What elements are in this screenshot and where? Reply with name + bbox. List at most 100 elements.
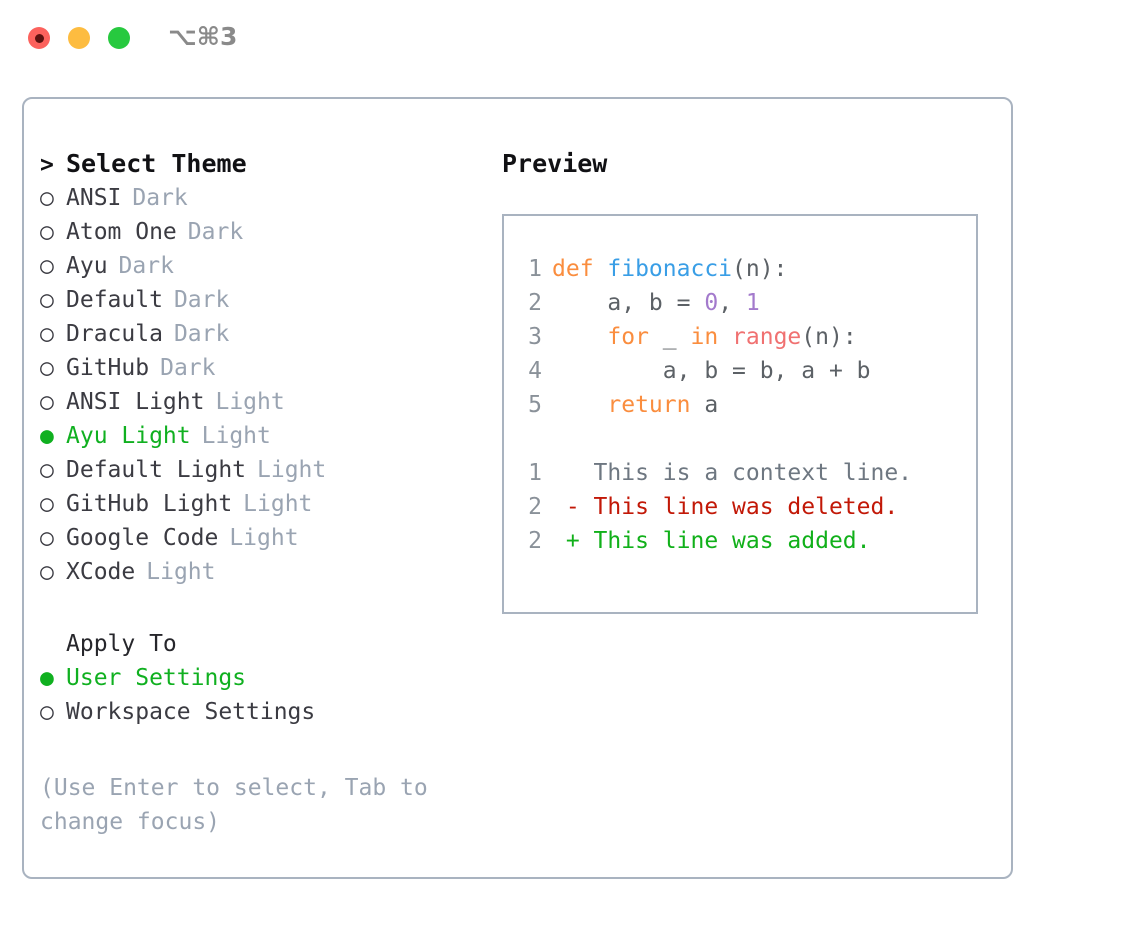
diff-separator [504, 422, 976, 456]
token-plain: a, b = b, a + b [552, 358, 871, 384]
code-line: 2 a, b = 0, 1 [504, 286, 976, 320]
radio-selected-icon: ● [40, 423, 54, 449]
radio-unselected-icon: ○ [40, 185, 54, 211]
theme-option-ayu-light[interactable]: ● Ayu Light Light [40, 423, 480, 457]
theme-option-xcode[interactable]: ○ XCode Light [40, 559, 480, 593]
theme-option-atom-one-dark[interactable]: ○ Atom One Dark [40, 219, 480, 253]
theme-option-default-light[interactable]: ○ Default Light Light [40, 457, 480, 491]
title-bar: ⌥⌘3 [0, 0, 1140, 76]
theme-variant-tag: Dark [132, 185, 188, 211]
theme-option-default-dark[interactable]: ○ Default Dark [40, 287, 480, 321]
theme-name: GitHub Light [66, 491, 233, 517]
theme-option-ayu-dark[interactable]: ○ Ayu Dark [40, 253, 480, 287]
theme-variant-tag: Dark [160, 355, 216, 381]
theme-name: Default Light [66, 457, 247, 483]
token-plain [552, 324, 607, 350]
apply-to-marker-placeholder: ○ [40, 631, 66, 657]
content-panel: > Select Theme ○ ANSI Dark ○ Atom One Da… [22, 97, 1013, 879]
radio-unselected-icon: ○ [40, 253, 54, 279]
token-function: fibonacci [607, 256, 733, 282]
code-line: 4 a, b = b, a + b [504, 354, 976, 388]
theme-option-github-light[interactable]: ○ GitHub Light Light [40, 491, 480, 525]
theme-name: Dracula [66, 321, 163, 347]
theme-option-github-dark[interactable]: ○ GitHub Dark [40, 355, 480, 389]
token-plain [718, 324, 732, 350]
keyboard-hint-text: (Use Enter to select, Tab to change focu… [40, 775, 428, 835]
radio-unselected-icon: ○ [40, 355, 54, 381]
theme-name: ANSI Light [66, 389, 205, 415]
apply-to-option-workspace-settings[interactable]: ○ Workspace Settings [40, 699, 480, 733]
select-theme-header: > Select Theme [40, 149, 480, 185]
theme-variant-tag: Dark [187, 219, 244, 245]
hint-spacer [40, 733, 480, 767]
theme-option-google-code[interactable]: ○ Google Code Light [40, 525, 480, 559]
apply-to-header: ○ Apply To [40, 631, 480, 665]
preview-panel: 1 def fibonacci(n): 2 a, b = 0, 1 3 for … [502, 214, 978, 614]
line-number: 1 [528, 256, 542, 282]
apply-to-title: Apply To [66, 631, 177, 657]
radio-unselected-icon: ○ [40, 287, 54, 313]
radio-unselected-icon: ○ [40, 525, 54, 551]
apply-to-option-label: Workspace Settings [66, 699, 316, 725]
token-plain: _ [648, 324, 691, 350]
prompt-caret-icon: > [40, 152, 54, 178]
theme-variant-tag: Light [146, 559, 216, 585]
theme-name: XCode [66, 559, 136, 585]
theme-variant-tag: Dark [173, 287, 230, 313]
code-content: a, b = 0, 1 [552, 286, 760, 320]
diff-content: This is a context line. [552, 460, 913, 486]
select-theme-title: Select Theme [66, 149, 247, 178]
theme-name: ANSI [66, 185, 122, 211]
diff-line-deleted: 2 - This line was deleted. [504, 490, 976, 524]
line-number: 5 [528, 392, 542, 418]
close-window-button[interactable] [28, 27, 50, 49]
line-number: 2 [528, 528, 542, 554]
token-plain [552, 392, 607, 418]
theme-variant-tag: Dark [118, 253, 174, 279]
theme-option-ansi-dark[interactable]: ○ ANSI Dark [40, 185, 480, 219]
theme-variant-tag: Light [201, 423, 271, 449]
theme-name: GitHub [66, 355, 150, 381]
section-spacer [40, 593, 480, 631]
radio-unselected-icon: ○ [40, 389, 54, 415]
diff-line-context: 1 This is a context line. [504, 456, 976, 490]
theme-option-ansi-light[interactable]: ○ ANSI Light Light [40, 389, 480, 423]
code-line: 1 def fibonacci(n): [504, 252, 976, 286]
theme-variant-tag: Light [215, 389, 285, 415]
apply-to-option-user-settings[interactable]: ● User Settings [40, 665, 480, 699]
line-number: 2 [528, 290, 542, 316]
line-number: 1 [528, 460, 542, 486]
token-keyword: for [607, 324, 649, 350]
token-keyword: in [690, 324, 719, 350]
apply-to-option-label: User Settings [66, 665, 247, 691]
line-number: 3 [528, 324, 542, 350]
maximize-window-button[interactable] [108, 27, 130, 49]
code-content: a, b = b, a + b [552, 354, 871, 388]
theme-variant-tag: Light [257, 457, 327, 483]
token-keyword: return [607, 392, 691, 418]
diff-line-added: 2 + This line was added. [504, 524, 976, 558]
token-number: 1 [745, 290, 760, 316]
token-plain: , [718, 290, 746, 316]
diff-content: - This line was deleted. [552, 494, 899, 520]
theme-picker-column: > Select Theme ○ ANSI Dark ○ Atom One Da… [40, 149, 480, 839]
theme-option-dracula-dark[interactable]: ○ Dracula Dark [40, 321, 480, 355]
theme-name: Ayu [66, 253, 108, 279]
code-content: return a [552, 388, 718, 422]
minimize-window-button[interactable] [68, 27, 90, 49]
theme-name: Google Code [66, 525, 219, 551]
radio-unselected-icon: ○ [40, 219, 54, 245]
line-number: 2 [528, 494, 542, 520]
radio-unselected-icon: ○ [40, 699, 54, 725]
code-line: 3 for _ in range(n): [504, 320, 976, 354]
theme-variant-tag: Dark [173, 321, 230, 347]
code-line: 5 return a [504, 388, 976, 422]
theme-name: Ayu Light [66, 423, 191, 449]
token-plain: (n): [732, 256, 788, 282]
theme-variant-tag: Light [229, 525, 299, 551]
traffic-lights [28, 27, 130, 49]
diff-content: + This line was added. [552, 528, 871, 554]
line-number: 4 [528, 358, 542, 384]
radio-unselected-icon: ○ [40, 457, 54, 483]
